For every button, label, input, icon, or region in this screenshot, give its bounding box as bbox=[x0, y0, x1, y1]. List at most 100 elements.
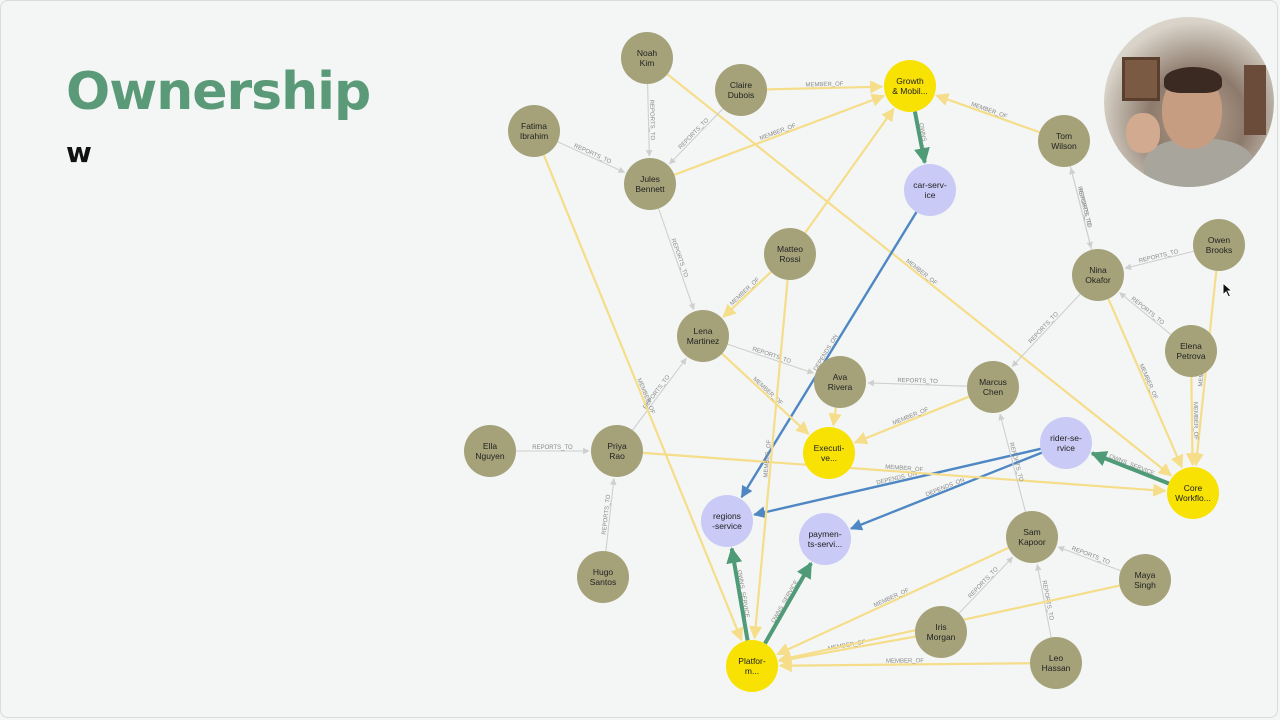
edge-reports-jules-lena[interactable]: REPORTS_TO bbox=[658, 208, 695, 311]
node-label: Owen bbox=[1208, 235, 1230, 245]
node-label: Jules bbox=[640, 174, 660, 184]
node-label: Executi- bbox=[814, 443, 845, 453]
node-circle bbox=[799, 513, 851, 565]
node-label: Lena bbox=[694, 326, 713, 336]
node-circle bbox=[1167, 467, 1219, 519]
node-label: ice bbox=[925, 190, 936, 200]
node-label: Dubois bbox=[728, 90, 754, 100]
node-label: Platfor- bbox=[738, 656, 766, 666]
node-label: Maya bbox=[1135, 570, 1156, 580]
node-circle bbox=[1072, 249, 1124, 301]
edge-reports-ella-priya[interactable]: REPORTS_TO bbox=[516, 445, 590, 455]
edge-member-elena-core[interactable]: MEMBER_OF bbox=[1185, 376, 1200, 467]
edge-label: MEMBER_OF bbox=[805, 82, 843, 89]
edge-reports-iris-sam[interactable]: REPORTS_TO bbox=[958, 556, 1014, 614]
node-service-payments[interactable]: paymen-ts-servi... bbox=[799, 513, 851, 565]
node-label: Morgan bbox=[927, 632, 956, 642]
edge-label: MEMBER_OF bbox=[873, 588, 910, 609]
edge-member-nina-core[interactable]: MEMBER_OF bbox=[1107, 298, 1184, 469]
node-label: Ava bbox=[833, 372, 848, 382]
edge-reports-marcus-ava[interactable]: REPORTS_TO bbox=[867, 378, 968, 387]
node-circle bbox=[577, 551, 629, 603]
edge-member-matteo-lena[interactable]: MEMBER_OF bbox=[722, 271, 772, 318]
edge-owns-core-rider[interactable]: OWNS_SERVICE bbox=[1090, 451, 1170, 486]
edge-reports-elena-nina[interactable]: REPORTS_TO bbox=[1119, 292, 1172, 335]
edge-reports-fatima-jules[interactable]: REPORTS_TO bbox=[557, 141, 626, 173]
slide-subtitle: w bbox=[66, 136, 92, 169]
edge-member-leo-platform[interactable]: MEMBER_OF bbox=[778, 658, 1031, 673]
edge-member-lena-exec[interactable]: MEMBER_OF bbox=[721, 352, 810, 435]
edge-line bbox=[1090, 451, 1170, 486]
node-label: Rivera bbox=[828, 382, 853, 392]
node-team-growth[interactable]: Growth& Mobil... bbox=[884, 60, 936, 112]
edge-member-marcus-exec[interactable]: MEMBER_OF bbox=[853, 395, 970, 445]
edge-reports-claire-jules[interactable]: REPORTS_TO bbox=[669, 108, 724, 165]
edge-reports-nina-tom[interactable]: REPORTS_TO bbox=[1069, 167, 1093, 250]
edge-label: MEMBER_OF bbox=[729, 277, 761, 308]
edge-owns-growth-car[interactable]: OWNS_... bbox=[912, 111, 930, 165]
edge-reports-noah-jules[interactable]: REPORTS_TO bbox=[645, 83, 655, 157]
edge-reports-nina-marcus[interactable]: REPORTS_TO bbox=[1011, 293, 1081, 368]
edge-label: REPORTS_TO bbox=[897, 378, 938, 385]
edge-line bbox=[1107, 298, 1184, 469]
edge-reports-hugo-priya[interactable]: REPORTS_TO bbox=[602, 478, 617, 552]
edge-label: OWNS_SERVICE bbox=[771, 579, 800, 624]
node-label: Chen bbox=[983, 387, 1004, 397]
edge-member-tom-growth[interactable]: MEMBER_OF bbox=[935, 93, 1040, 134]
node-service-car[interactable]: car-serv-ice bbox=[904, 164, 956, 216]
node-label: Wilson bbox=[1051, 141, 1077, 151]
edge-member-matteo-platform[interactable]: MEMBER_OF bbox=[749, 279, 789, 640]
node-label: Okafor bbox=[1085, 275, 1111, 285]
edge-depends-rider-regions[interactable]: DEPENDS_ON bbox=[753, 447, 1041, 519]
edge-member-ava-exec[interactable] bbox=[828, 407, 842, 427]
node-service-regions[interactable]: regions-service bbox=[701, 495, 753, 547]
edge-owns-platform-payments[interactable]: OWNS_SERVICE bbox=[763, 561, 813, 645]
edge-line bbox=[721, 352, 810, 435]
edge-label: REPORTS_TO bbox=[532, 445, 573, 451]
edge-line bbox=[740, 211, 918, 499]
node-team-exec[interactable]: Executi-ve... bbox=[803, 427, 855, 479]
edge-reports-owen-nina[interactable]: REPORTS_TO bbox=[1124, 249, 1194, 271]
node-service-rider[interactable]: rider-se-rvice bbox=[1040, 417, 1092, 469]
edge-member-iris-platform[interactable]: MEMBER_OF bbox=[778, 635, 916, 666]
node-team-core[interactable]: CoreWorkflo... bbox=[1167, 467, 1219, 519]
edge-label: MEMBER_OF bbox=[970, 102, 1008, 121]
edge-member-claire-growth[interactable]: MEMBER_OF bbox=[766, 80, 884, 94]
edge-label: MEMBER_OF bbox=[904, 258, 938, 287]
edge-reports-maya-sam[interactable]: REPORTS_TO bbox=[1057, 545, 1121, 572]
edge-reports-sam-marcus[interactable]: REPORTS_TO bbox=[998, 413, 1026, 512]
edge-reports-lena-ava[interactable]: REPORTS_TO bbox=[727, 343, 815, 375]
node-label: Singh bbox=[1134, 580, 1156, 590]
edge-member-fatima-platform[interactable]: MEMBER_OF bbox=[542, 154, 744, 642]
edge-member-priya-core[interactable]: MEMBER_OF bbox=[642, 451, 1167, 497]
presenter-webcam bbox=[1104, 17, 1274, 187]
edge-member-matteo-growth[interactable] bbox=[804, 107, 895, 234]
edge-label: REPORTS_TO bbox=[967, 566, 1000, 600]
edge-label: REPORTS_TO bbox=[751, 347, 792, 366]
edge-member-sam-platform[interactable]: MEMBER_OF bbox=[776, 546, 1009, 656]
node-team-platform[interactable]: Platfor-m... bbox=[726, 640, 778, 692]
edge-owns-platform-regions[interactable]: OWNS_SERVICE bbox=[726, 547, 750, 641]
node-label: Tom bbox=[1056, 131, 1072, 141]
edge-line bbox=[1124, 250, 1194, 271]
